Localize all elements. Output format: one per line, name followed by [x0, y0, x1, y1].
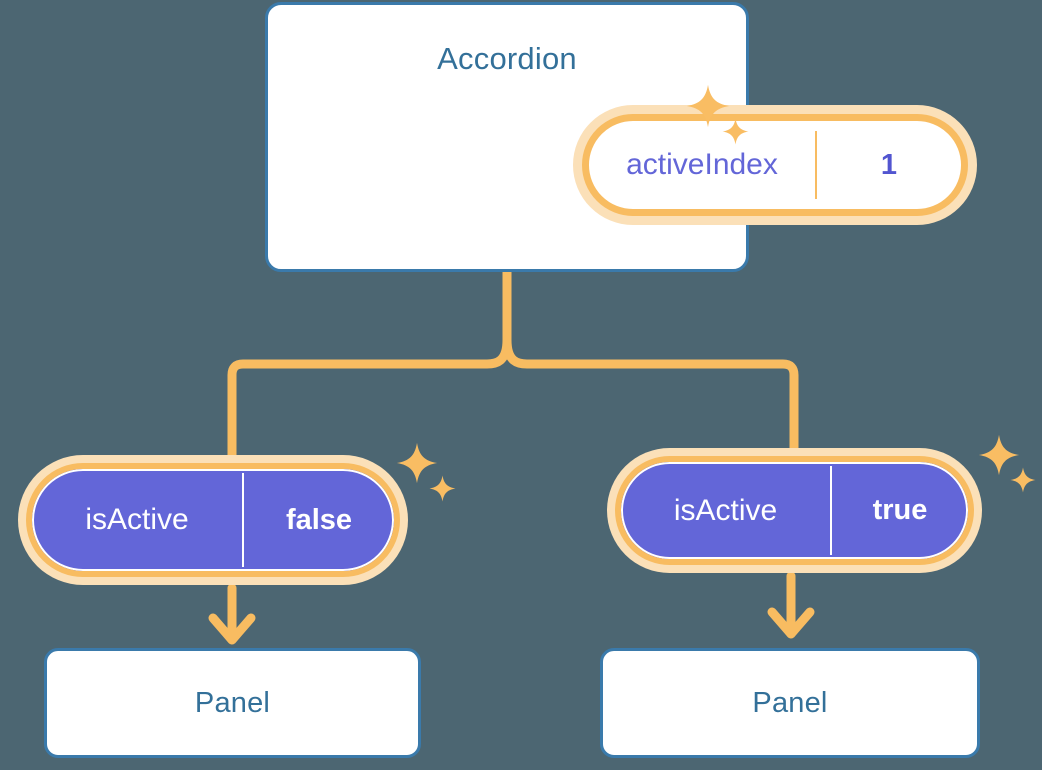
branch-connector-left	[227, 335, 512, 467]
sparkle-icon	[978, 434, 1020, 476]
arrow-down-icon-right	[767, 607, 815, 639]
panel-card-right[interactable]: Panel	[600, 648, 980, 758]
page-title: Accordion	[437, 41, 577, 76]
prop-value: 1	[880, 148, 898, 181]
sparkle-small-icon	[429, 475, 456, 502]
prop-badge-inner: isActive false	[26, 463, 400, 577]
arrow-down-icon-left	[208, 613, 256, 645]
sparkle-group-true	[978, 434, 1042, 500]
prop-badge-isactive-true[interactable]: isActive true	[607, 448, 982, 573]
prop-badge-isactive-false[interactable]: isActive false	[18, 455, 408, 585]
sparkle-small-icon	[1010, 467, 1036, 493]
panel-card-left[interactable]: Panel	[44, 648, 421, 758]
prop-key: activeIndex	[626, 148, 778, 181]
prop-divider	[830, 466, 832, 555]
prop-divider	[242, 473, 244, 567]
prop-value: false	[285, 503, 353, 536]
prop-badge-inner: isActive true	[615, 456, 974, 565]
prop-badge-activeindex[interactable]: activeIndex 1	[573, 105, 977, 225]
prop-value: true	[872, 494, 928, 526]
branch-connector-right	[502, 335, 799, 467]
panel-title: Panel	[194, 686, 271, 719]
panel-title: Panel	[752, 686, 828, 719]
prop-key: isActive	[85, 503, 189, 536]
sparkle-icon	[396, 442, 438, 484]
prop-key: isActive	[673, 493, 778, 527]
prop-divider	[815, 131, 817, 199]
sparkle-group-false	[396, 442, 462, 508]
prop-badge-inner: activeIndex 1	[582, 114, 968, 216]
accordion-card[interactable]: Accordion activeIndex 1	[265, 2, 977, 272]
